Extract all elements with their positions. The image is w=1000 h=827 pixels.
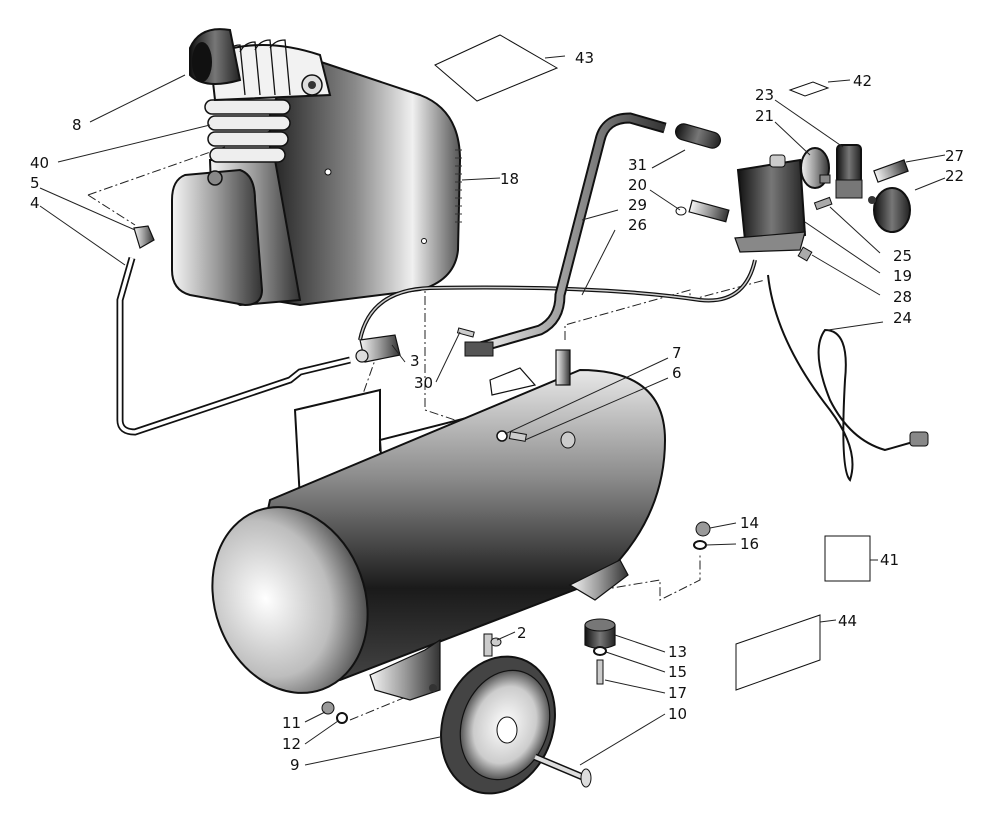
power-cord <box>767 274 929 482</box>
pressure-switch <box>734 154 807 253</box>
callout-29: 29 <box>628 196 647 214</box>
callout-19: 19 <box>893 267 912 285</box>
callout-14: 14 <box>740 514 759 532</box>
plug-28 <box>797 246 813 262</box>
unloader-fitting <box>675 199 730 223</box>
callout-20: 20 <box>628 176 647 194</box>
callout-15: 15 <box>668 663 687 681</box>
compressor-pump <box>171 28 462 307</box>
callout-41: 41 <box>880 551 899 569</box>
callout-6: 6 <box>672 364 682 382</box>
callout-13: 13 <box>668 643 687 661</box>
callout-25: 25 <box>893 247 912 265</box>
callout-43: 43 <box>575 49 594 67</box>
callout-9: 9 <box>290 756 300 774</box>
callout-3: 3 <box>410 352 420 370</box>
callout-12: 12 <box>282 735 301 753</box>
label-41 <box>824 535 871 582</box>
label-42 <box>788 81 830 97</box>
callout-26: 26 <box>628 216 647 234</box>
callout-5: 5 <box>30 174 40 192</box>
air-tank <box>211 349 667 701</box>
gauge-21 <box>800 147 831 189</box>
screw-6 <box>508 431 527 442</box>
regulator-23 <box>835 144 863 199</box>
drain-valve <box>483 633 502 657</box>
callout-30: 30 <box>414 374 433 392</box>
screw-30 <box>456 327 475 338</box>
callout-17: 17 <box>668 684 687 702</box>
callout-7: 7 <box>672 344 682 362</box>
callout-10: 10 <box>668 705 687 723</box>
axle-bolt <box>533 753 592 788</box>
callout-42: 42 <box>853 72 872 90</box>
handle-grip <box>674 123 722 149</box>
label-44 <box>735 614 821 691</box>
callout-28: 28 <box>893 288 912 306</box>
handle <box>464 112 667 357</box>
washer-12 <box>336 712 348 724</box>
callout-24: 24 <box>893 309 912 327</box>
tee-fitting <box>355 334 401 363</box>
gauge-22 <box>868 187 911 233</box>
callout-22: 22 <box>945 167 964 185</box>
delivery-pipe <box>116 257 351 436</box>
wheel <box>440 655 556 795</box>
callout-2: 2 <box>517 624 527 642</box>
callout-8: 8 <box>72 116 82 134</box>
callout-4: 4 <box>30 194 40 212</box>
callout-44: 44 <box>838 612 857 630</box>
leader-lines <box>39 55 946 766</box>
callout-40: 40 <box>30 154 49 172</box>
unloader-tube <box>358 259 757 341</box>
coupler-27 <box>873 159 909 183</box>
callout-21: 21 <box>755 107 774 125</box>
nut-14 <box>695 521 711 537</box>
callout-27: 27 <box>945 147 964 165</box>
callout-11: 11 <box>282 714 301 732</box>
callout-16: 16 <box>740 535 759 553</box>
washer-15 <box>593 646 607 656</box>
fitting-25 <box>813 196 833 211</box>
nut-11 <box>321 701 335 715</box>
label-43 <box>434 34 559 102</box>
callout-31: 31 <box>628 156 647 174</box>
washer-16 <box>693 540 707 550</box>
callout-23: 23 <box>755 86 774 104</box>
washer-7 <box>496 430 508 442</box>
elbow-fitting <box>133 225 155 249</box>
callout-18: 18 <box>500 170 519 188</box>
screw-17 <box>596 659 604 685</box>
rubber-foot <box>584 618 616 650</box>
callout-labels: 8 40 5 4 18 43 42 23 21 27 22 31 20 29 2… <box>30 49 964 774</box>
